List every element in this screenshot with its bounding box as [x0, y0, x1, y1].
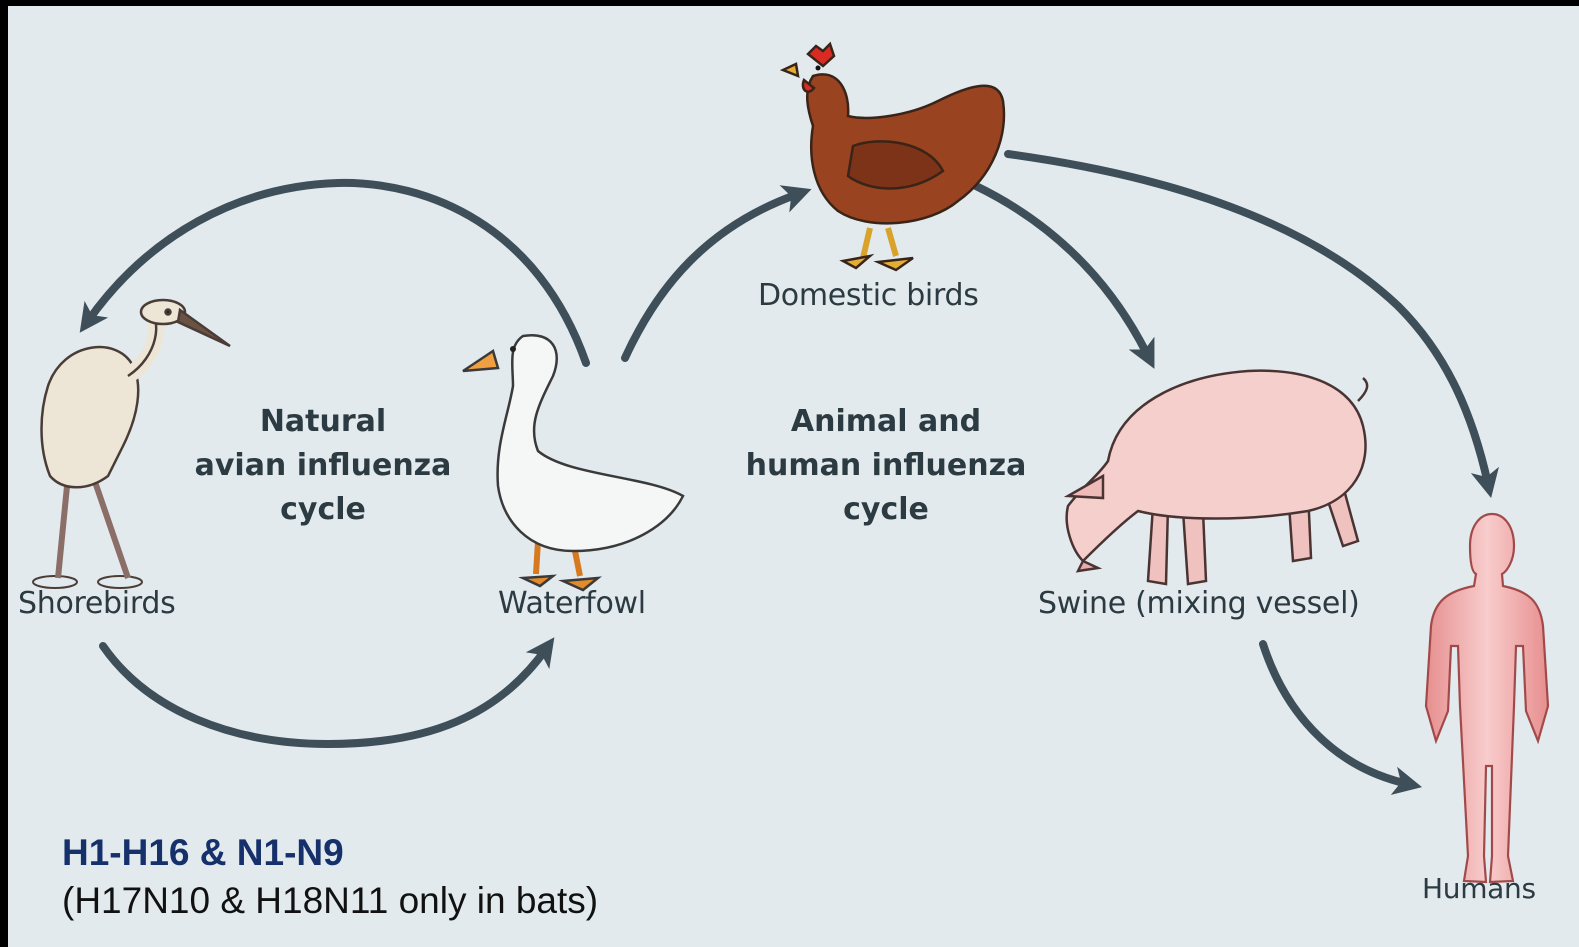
label-domestic-birds: Domestic birds	[758, 278, 979, 313]
animal-cycle-line-1: Animal and	[736, 400, 1036, 444]
label-swine: Swine (mixing vessel)	[1038, 586, 1360, 621]
diagram-panel: Shorebirds Waterfowl Domestic birds Swin…	[8, 6, 1579, 947]
human-illustration	[1426, 514, 1548, 882]
natural-cycle-line-3: cycle	[183, 488, 463, 532]
subtypes-title: H1-H16 & N1-N9	[62, 832, 344, 874]
label-humans: Humans	[1422, 872, 1536, 905]
animal-human-cycle-label: Animal and human influenza cycle	[736, 400, 1036, 532]
animal-cycle-line-3: cycle	[736, 488, 1036, 532]
arrow-shorebirds-to-waterfowl	[103, 646, 546, 744]
domestic-bird-illustration	[783, 44, 1004, 270]
label-shorebirds: Shorebirds	[18, 586, 175, 621]
arrow-domestic-birds-to-swine	[976, 186, 1148, 356]
subtypes-note: (H17N10 & H18N11 only in bats)	[62, 880, 598, 922]
animal-cycle-line-2: human influenza	[736, 444, 1036, 488]
arrow-swine-to-humans	[1263, 644, 1408, 784]
natural-avian-cycle-label: Natural avian influenza cycle	[183, 400, 463, 532]
label-waterfowl: Waterfowl	[498, 586, 646, 621]
waterfowl-illustration	[463, 335, 683, 590]
natural-cycle-line-1: Natural	[183, 400, 463, 444]
arrow-waterfowl-to-domestic-birds	[625, 194, 798, 358]
natural-cycle-line-2: avian influenza	[183, 444, 463, 488]
swine-illustration	[1067, 371, 1367, 584]
